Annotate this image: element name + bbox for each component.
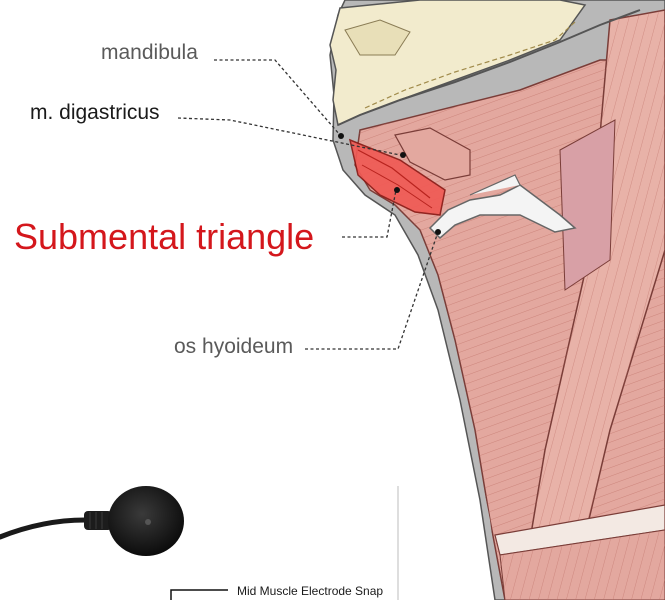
electrode-strain-relief	[84, 511, 112, 530]
dot-submental	[394, 187, 400, 193]
label-os-hyoideum: os hyoideum	[174, 335, 293, 359]
label-digastricus: m. digastricus	[30, 101, 160, 125]
dot-digastricus	[400, 152, 406, 158]
electrode-snap-center	[145, 519, 151, 525]
caption-bracket	[171, 590, 228, 600]
label-submental-triangle: Submental triangle	[14, 216, 314, 258]
electrode-caption: Mid Muscle Electrode Snap	[237, 584, 383, 598]
dot-mandibula	[338, 133, 344, 139]
neck-anatomy	[330, 0, 665, 600]
dot-hyoid	[435, 229, 441, 235]
electrode-snap	[0, 486, 184, 556]
label-mandibula: mandibula	[101, 41, 198, 65]
leader-line-mandibula	[214, 60, 340, 135]
